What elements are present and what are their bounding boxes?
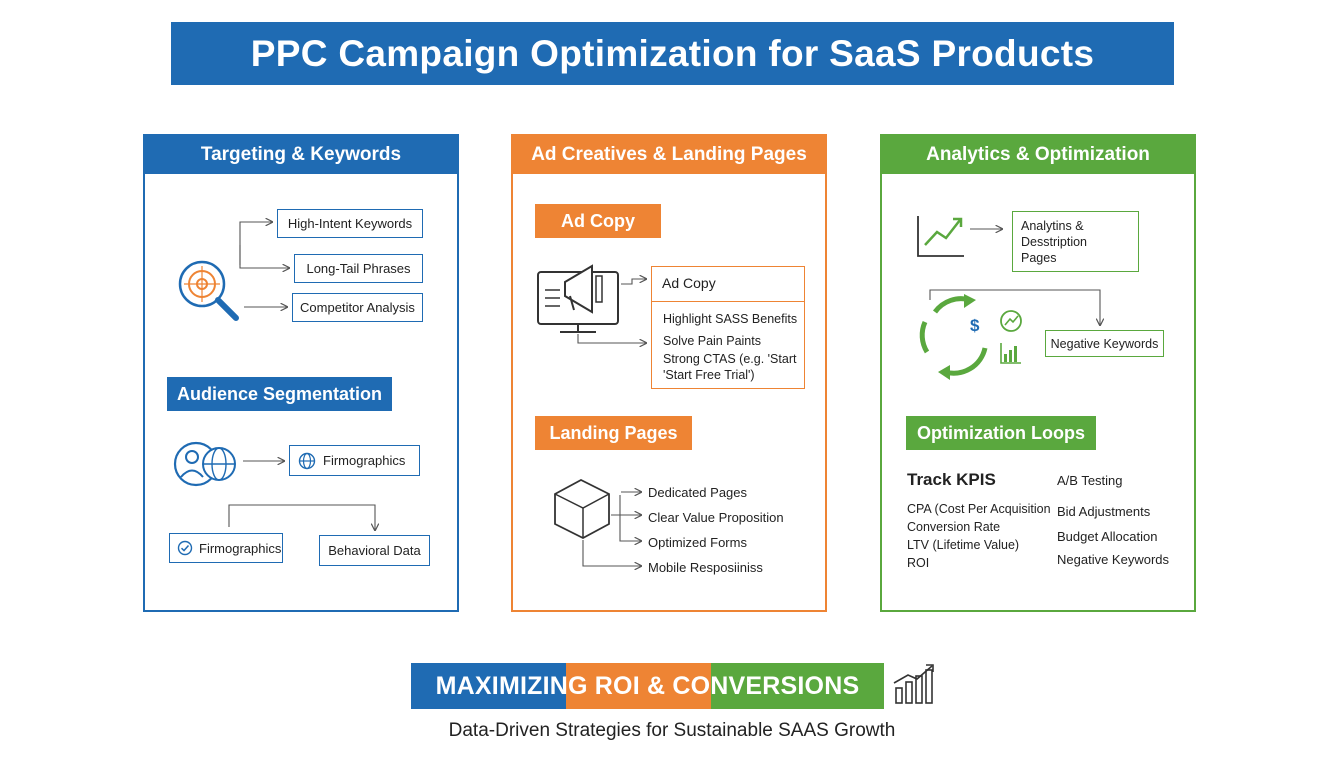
check-circle-icon (177, 540, 193, 556)
panel-analytics-heading: Analytics & Optimization (882, 136, 1194, 174)
analytics-box-line-3: Pages (1021, 251, 1057, 265)
action-item-4: Negative Keywords (1057, 552, 1169, 567)
landing-pages-tag: Landing Pages (535, 416, 692, 450)
firmographics-box-bottom: Firmographics (169, 533, 283, 563)
action-item-3: Budget Allocation (1057, 529, 1158, 544)
ad-copy-item-1: Highlight SASS Benefits (663, 312, 798, 326)
panel-creatives-heading: Ad Creatives & Landing Pages (513, 136, 825, 174)
analytics-box-line-1: Analytins & (1021, 219, 1084, 233)
firmographics-label-bottom: Firmographics (199, 540, 282, 556)
kpi-item-1: CPA (Cost Per Acquisition (907, 502, 1051, 516)
page-title: PPC Campaign Optimization for SaaS Produ… (250, 32, 1095, 74)
globe-icon (298, 452, 316, 469)
landing-item-4: Mobile Resposiiniss (648, 560, 763, 575)
keyword-box-competitor: Competitor Analysis (292, 293, 423, 322)
negative-keywords-box: Negative Keywords (1045, 330, 1164, 357)
ad-copy-box: Ad Copy (651, 266, 805, 389)
keyword-box-high-intent: High-Intent Keywords (277, 209, 423, 238)
optimization-loops-tag: Optimization Loops (906, 416, 1096, 450)
kpi-item-2: Conversion Rate (907, 520, 1001, 534)
footer-subtitle: Data-Driven Strategies for Sustainable S… (448, 720, 896, 741)
ad-copy-item-4: 'Start Free Trial') (663, 368, 755, 382)
audience-segmentation-tag: Audience Segmentation (167, 377, 392, 411)
ad-copy-box-title: Ad Copy (652, 267, 804, 302)
ad-copy-item-3: Strong CTAS (e.g. 'Start (663, 352, 797, 366)
landing-item-1: Dedicated Pages (648, 485, 748, 500)
title-banner: PPC Campaign Optimization for SaaS Produ… (171, 22, 1174, 85)
firmographics-label-top: Firmographics (323, 453, 406, 468)
landing-item-3: Optimized Forms (648, 535, 747, 550)
keyword-box-long-tail: Long-Tail Phrases (294, 254, 423, 283)
footer-banner-colors (411, 663, 884, 709)
kpi-item-3: LTV (Lifetime Value) (907, 538, 1020, 552)
track-kpis-title: Track KPIS (907, 470, 996, 489)
landing-item-2: Clear Value Proposition (648, 510, 784, 525)
ad-copy-item-2: Solve Pain Paints (663, 334, 761, 348)
footer-banner-text: MAXIMIZING ROI & CONVERSIONS (435, 671, 860, 700)
firmographics-box-top: Firmographics (289, 445, 420, 476)
action-item-2: Bid Adjustments (1057, 504, 1151, 519)
ad-copy-tag: Ad Copy (535, 204, 661, 238)
analytics-description-box: Analytins & Desstription Pages (1012, 211, 1139, 272)
behavioral-data-box: Behavioral Data (319, 535, 430, 566)
action-item-1: A/B Testing (1057, 473, 1123, 488)
panel-targeting-heading: Targeting & Keywords (145, 136, 457, 174)
kpi-item-4: ROI (907, 556, 930, 570)
analytics-box-line-2: Desstription (1021, 235, 1087, 249)
growth-chart-icon (893, 664, 934, 704)
